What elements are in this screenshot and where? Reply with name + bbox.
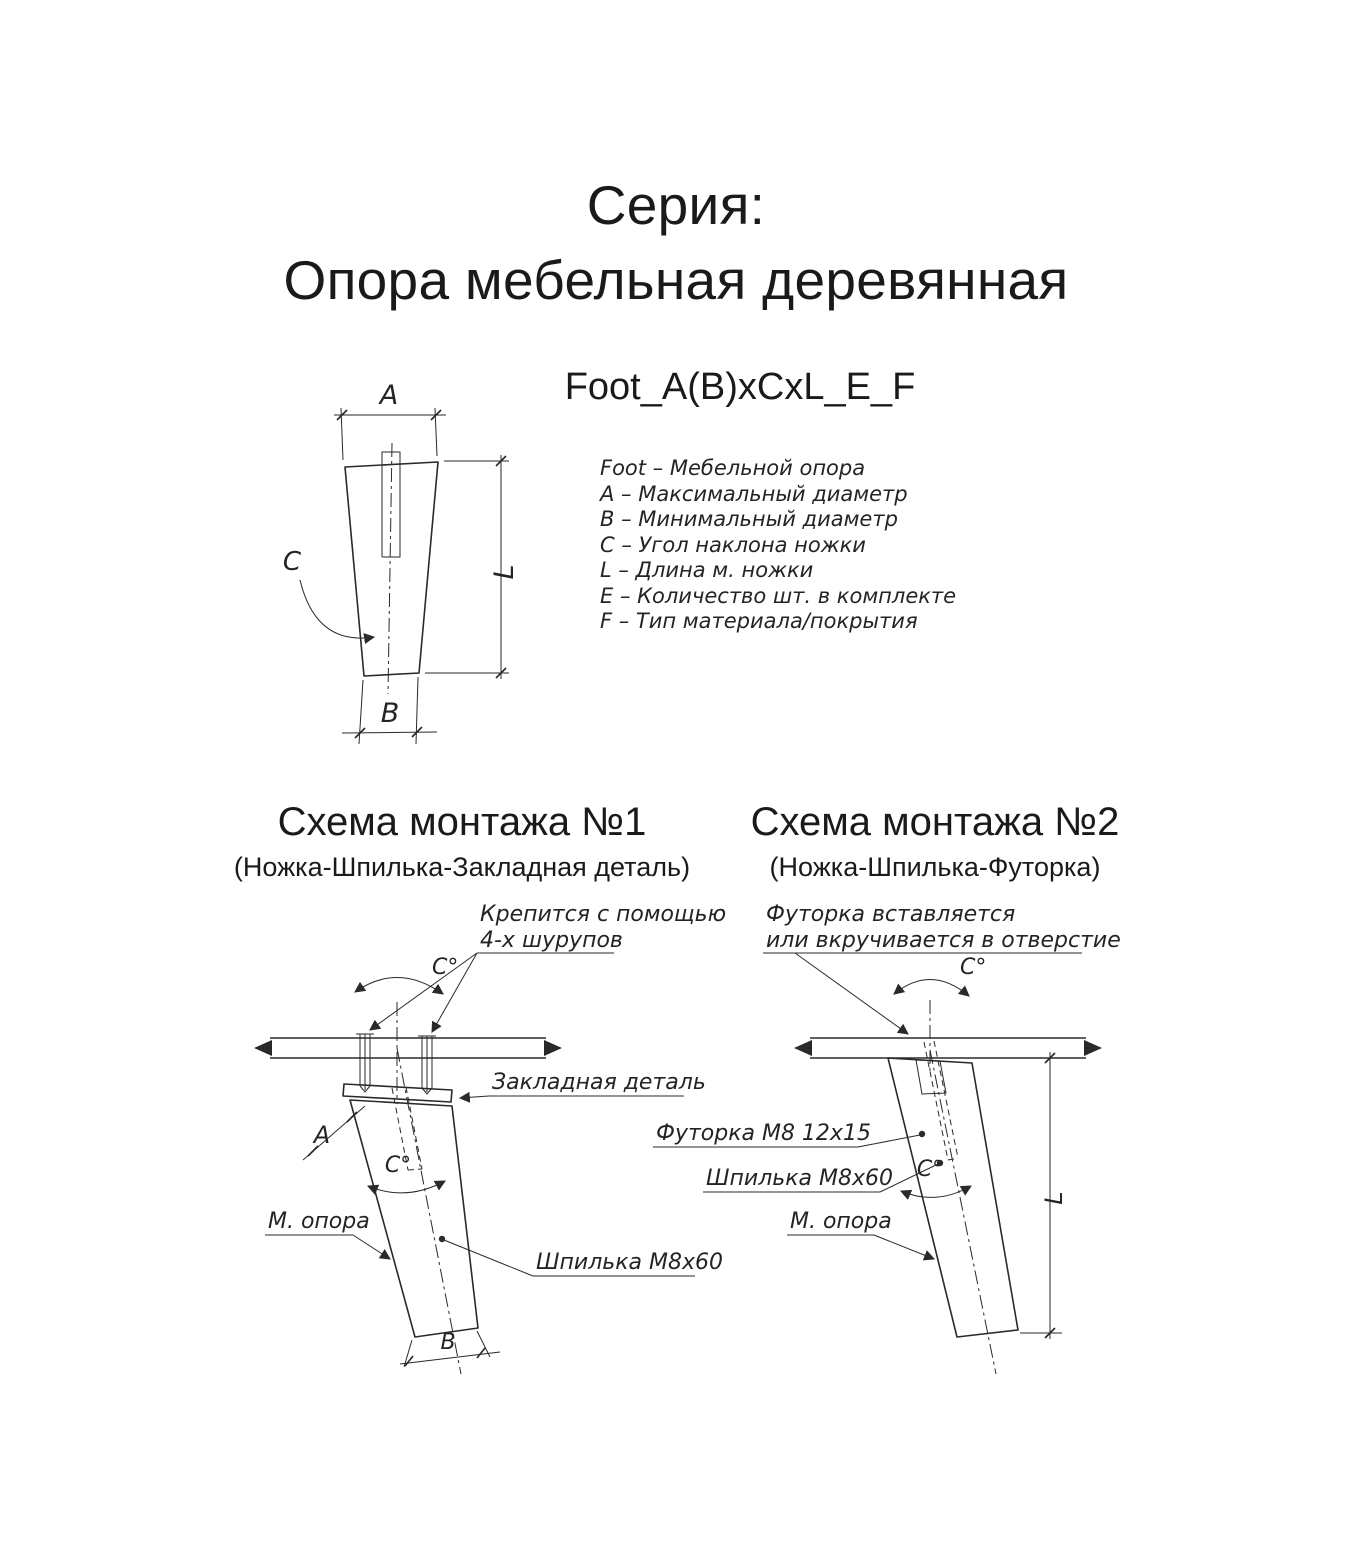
leg-axis — [929, 1049, 997, 1375]
callout-screws: Крепится с помощью 4-х шурупов — [369, 902, 726, 1033]
leg-outline — [344, 461, 439, 677]
dim-a: A — [334, 380, 446, 461]
callout-stud: Шпилька М8х60 — [703, 1159, 944, 1193]
legend-item-b: B – Минимальный диаметр — [600, 507, 898, 531]
scheme1-heading: Схема монтажа №1 (Ножка-Шпилька-Закладна… — [212, 800, 712, 883]
callout-insert-line1: Футорка вставляется — [766, 902, 1015, 927]
dim-l-label: L — [1040, 1191, 1068, 1204]
callout-stud-label: Шпилька М8х60 — [536, 1250, 723, 1275]
dim-l: L — [425, 455, 520, 679]
mounting-plate — [342, 1083, 453, 1103]
dim-l: L — [1004, 1052, 1068, 1339]
mounting-scheme-2-drawing: Футорка вставляется или вкручивается в о… — [653, 902, 1121, 1375]
panel-section — [794, 1037, 1102, 1059]
callout-stud-label: Шпилька М8х60 — [706, 1166, 893, 1191]
callout-support-label: М. опора — [790, 1209, 892, 1234]
legend-item-f: F – Тип материала/покрытия — [600, 609, 918, 633]
scheme2-heading: Схема монтажа №2 (Ножка-Шпилька-Футорка) — [700, 800, 1170, 883]
scheme1-title: Схема монтажа №1 — [277, 800, 647, 844]
legend: Foot – Мебельной опора A – Максимальный … — [600, 456, 956, 635]
leg-body — [349, 1099, 479, 1338]
callout-support-label: М. опора — [268, 1209, 370, 1234]
callout-support: М. опора — [787, 1209, 936, 1261]
dim-l-label: L — [489, 564, 520, 579]
dim-b: B — [341, 676, 438, 745]
callout-screws-line2: 4-х шурупов — [480, 928, 623, 953]
dim-b-label: B — [381, 698, 400, 729]
callout-support: М. опора — [265, 1209, 391, 1260]
scheme2-subtitle: (Ножка-Шпилька-Футорка) — [769, 852, 1101, 882]
dim-a-label: A — [312, 1121, 330, 1149]
mounting-scheme-1-drawing: Крепится с помощью 4-х шурупов — [254, 902, 726, 1375]
legend-item-a: A – Максимальный диаметр — [600, 481, 908, 506]
leg-axis — [396, 1047, 462, 1375]
angle-top: C° — [354, 955, 458, 995]
leg-elevation-drawing: A L C B — [283, 380, 520, 745]
leg-body — [887, 1057, 1019, 1338]
page-title: Серия: Опора мебельная деревянная — [0, 168, 1352, 318]
callout-screws-line1: Крепится с помощью — [480, 902, 726, 927]
callout-insert-line2: или вкручивается в отверстие — [766, 928, 1121, 953]
dim-c-label: C — [283, 547, 302, 577]
stud-hidden-icon — [381, 451, 401, 558]
legend-item-foot: Foot – Мебельной опора — [600, 456, 866, 480]
angle-top-label: C° — [960, 955, 986, 980]
legend-item-c: C – Угол наклона ножки — [600, 532, 866, 557]
naming-formula: Foot_A(B)xCxL_E_F — [564, 366, 916, 408]
dim-a-label: A — [378, 380, 398, 411]
title-line1: Серия: — [586, 174, 766, 236]
callout-plate: Закладная деталь — [458, 1070, 706, 1103]
stud-hidden-icon — [923, 1040, 959, 1161]
callout-insert: Футорка вставляется или вкручивается в о… — [763, 902, 1121, 1035]
screws — [356, 1033, 436, 1095]
callout-insert-size-label: Футорка М8 12х15 — [656, 1121, 871, 1146]
angle-c: C — [283, 547, 376, 644]
scheme1-subtitle: (Ножка-Шпилька-Закладная деталь) — [233, 852, 691, 882]
dim-b-label: B — [440, 1330, 455, 1355]
angle-top: C° — [893, 955, 986, 997]
legend-item-e: E – Количество шт. в комплекте — [600, 583, 957, 608]
angle-mid-label: C° — [385, 1153, 411, 1178]
stud-hidden-icon — [391, 1086, 423, 1171]
callout-plate-label: Закладная деталь — [492, 1070, 706, 1095]
scheme2-title: Схема монтажа №2 — [750, 800, 1120, 844]
panel-section — [254, 1037, 562, 1059]
callout-insert-size: Футорка М8 12х15 — [653, 1121, 926, 1148]
legend-item-l: L – Длина м. ножки — [600, 558, 814, 582]
callout-stud: Шпилька М8х60 — [438, 1235, 723, 1277]
angle-mid: C° — [366, 1153, 446, 1195]
dim-b: B — [399, 1330, 501, 1368]
dim-a: A — [302, 1105, 366, 1161]
angle-top-label: C° — [432, 955, 458, 980]
title-line2: Опора мебельная деревянная — [283, 248, 1069, 311]
centerline — [387, 442, 393, 695]
